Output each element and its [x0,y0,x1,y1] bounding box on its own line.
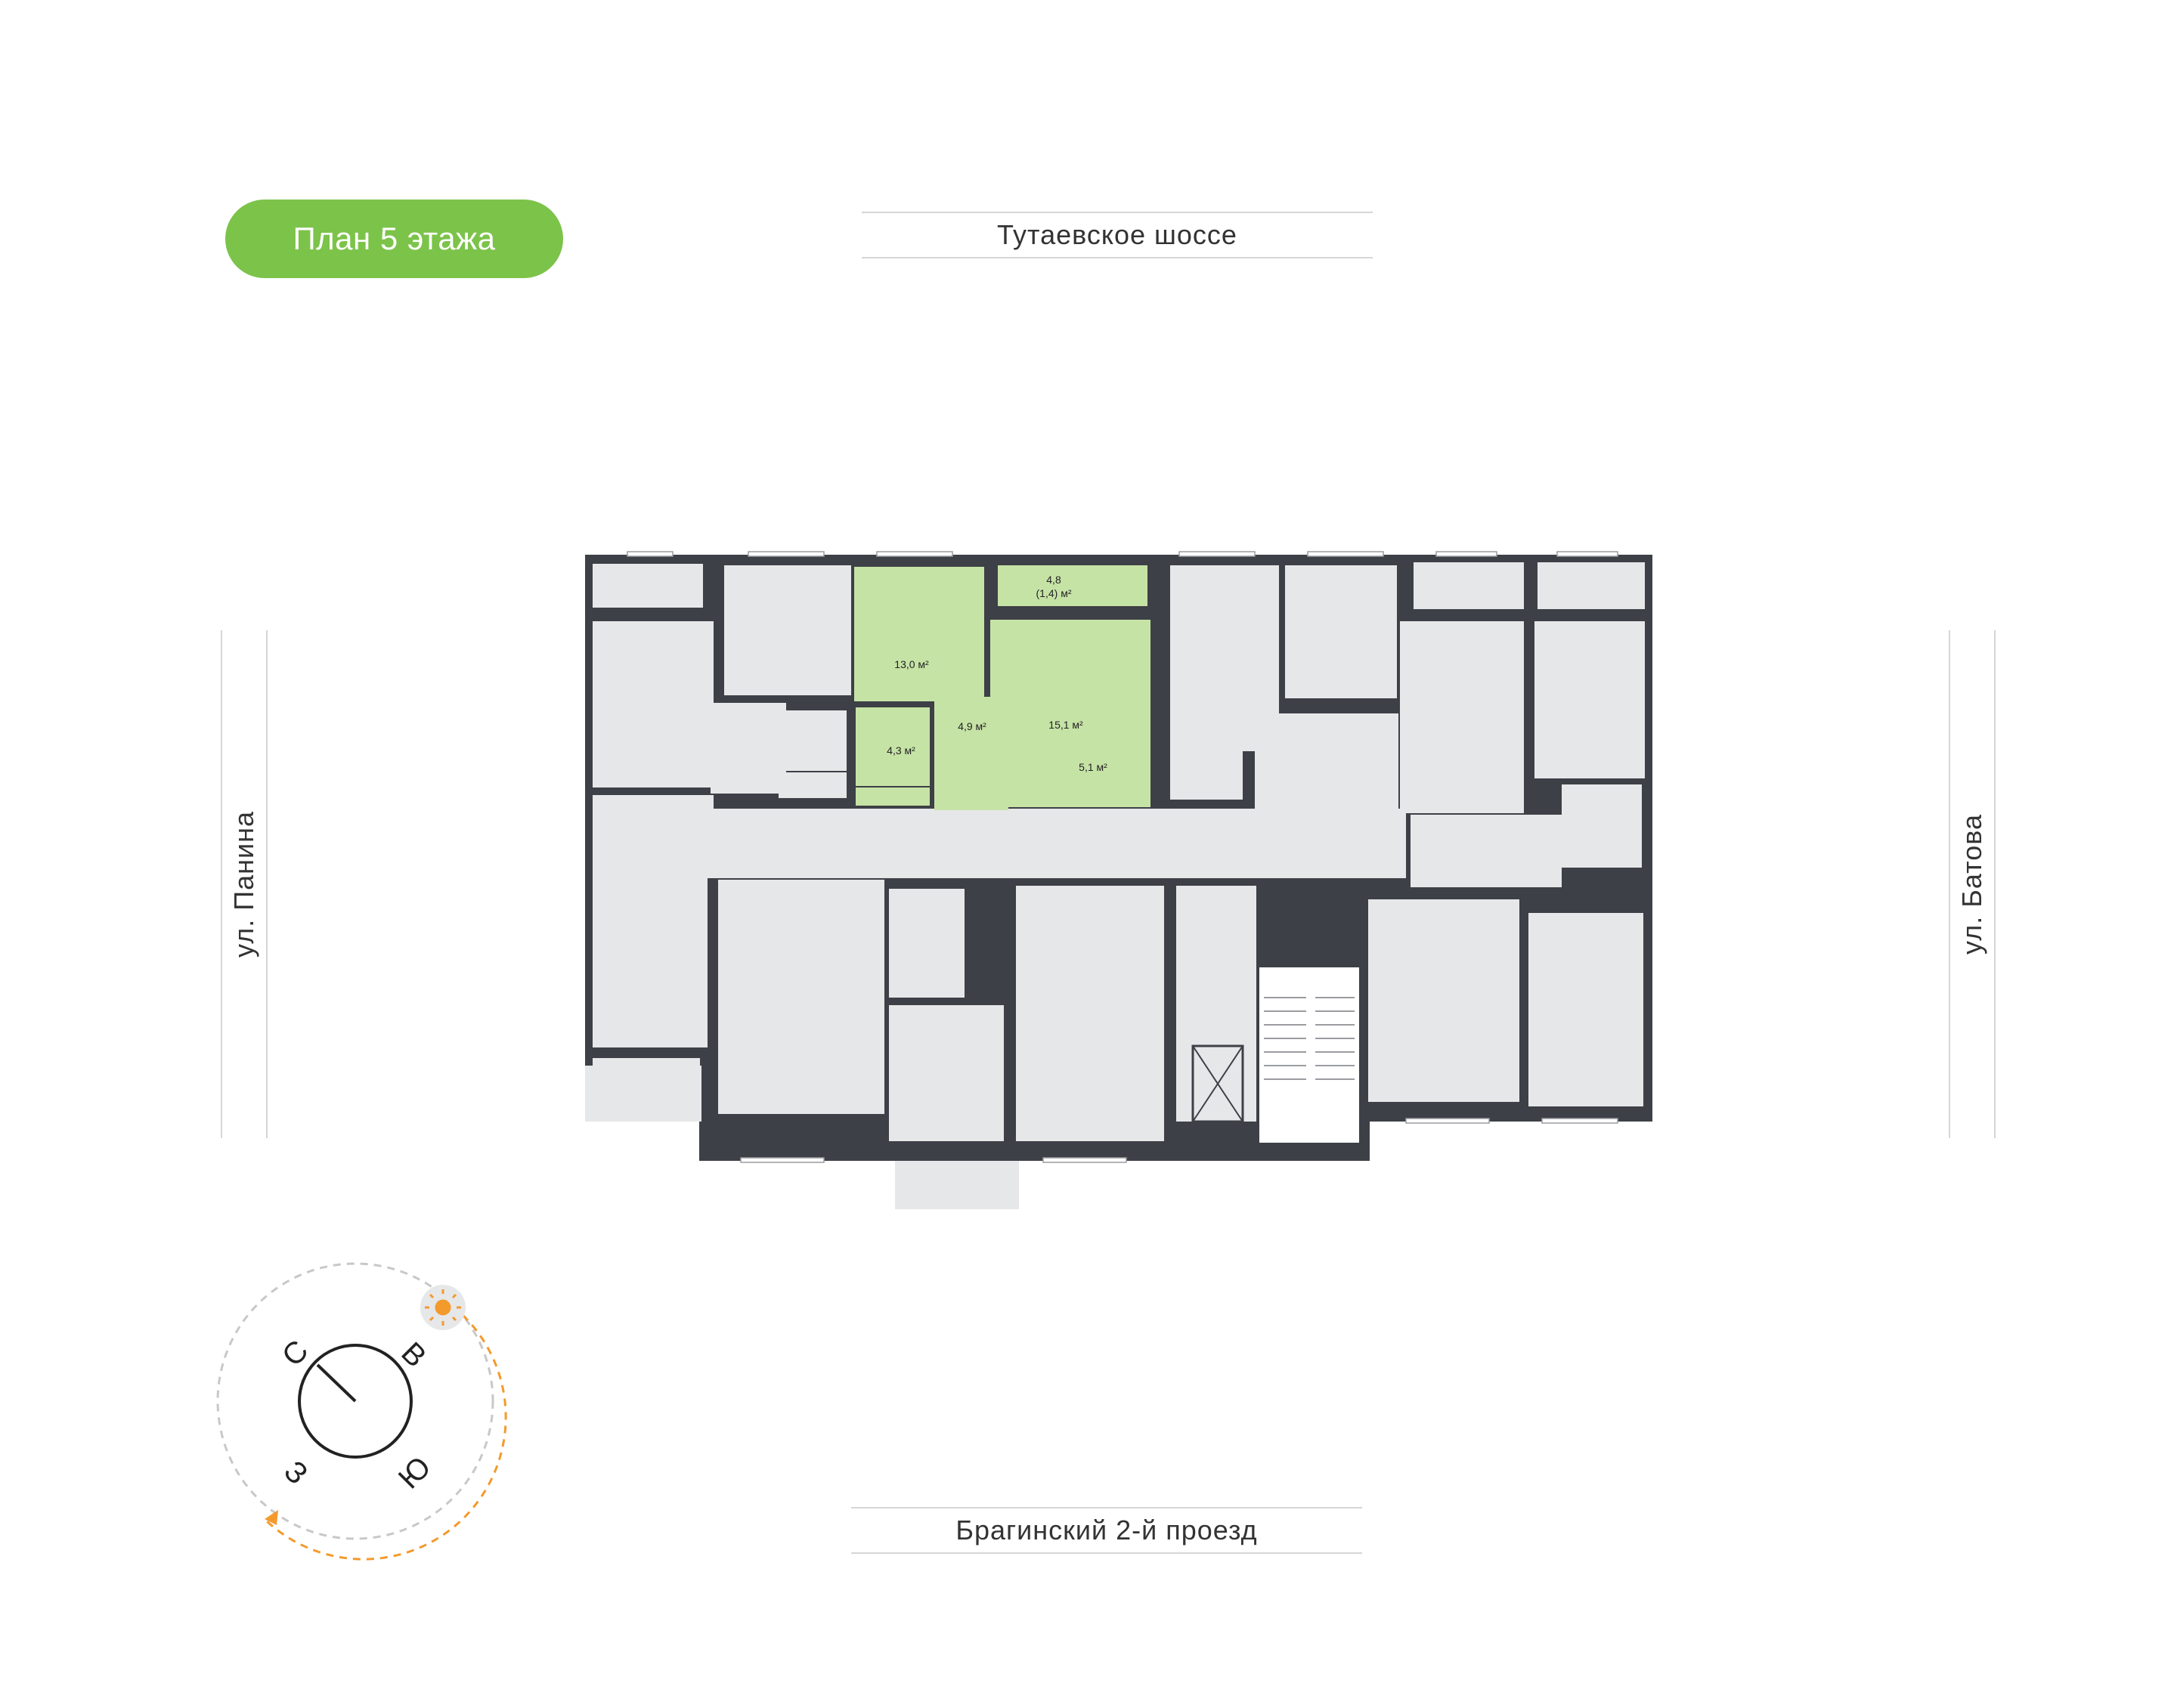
room [889,889,965,998]
area-hall: 4,9 м² [958,720,986,732]
street-east: ул. Батова [1949,630,1996,1138]
room-labels: 13,0 м² 4,8 (1,4) м² 4,9 м² 4,3 м² 15,1 … [887,574,1107,773]
bathroom [779,710,847,771]
living-room-15 [990,620,1150,807]
hall [1255,713,1398,812]
balcony [593,1058,700,1114]
area-living-room: 15,1 м² [1048,719,1083,731]
windows [627,551,1618,1163]
room [889,1005,1004,1141]
street-south: Брагинский 2-й проезд [851,1507,1362,1554]
corridor [711,809,1406,878]
room [593,795,714,878]
bathroom [779,772,847,798]
area-room: 13,0 м² [894,658,929,670]
stairs [1259,967,1359,1143]
floor-label: План 5 этажа [225,200,563,278]
room [1534,621,1645,778]
compass-west: З [277,1455,314,1491]
street-north: Тутаевское шоссе [862,212,1373,258]
sun-path [263,1313,507,1561]
compass-north: С [276,1334,315,1373]
street-south-label: Брагинский 2-й проезд [955,1515,1258,1546]
room-13 [854,567,984,701]
stair-treads [1264,997,1355,1080]
bathroom [1170,721,1243,800]
kitchen [1368,574,1395,689]
compass-south: Ю [392,1450,438,1496]
compass: С В Ю З [216,1262,507,1561]
balcony [593,564,703,608]
area-balcony-reduced: (1,4) м² [1036,587,1072,599]
bathroom-4-3 [856,707,930,786]
area-balcony: 4,8 [1046,574,1061,586]
balcony [1414,562,1524,609]
room [1368,899,1519,1102]
room [724,565,851,695]
street-north-label: Тутаевское шоссе [997,219,1237,250]
balcony [895,1161,1019,1209]
street-west: ул. Панина [221,630,268,1138]
rooms [593,562,1645,1209]
hall [711,703,786,794]
highlighted-apartment[interactable] [854,565,1150,810]
balcony [1538,562,1645,609]
compass-orbit [216,1262,494,1540]
sun-icon [425,1289,461,1326]
room [1016,886,1164,1141]
bathroom-lower [856,787,930,806]
bathroom [1562,784,1642,868]
compass-needle [316,1363,357,1403]
hall-4-9 [934,697,1008,810]
hall [1411,815,1562,887]
room [718,880,884,1114]
area-bathroom: 4,3 м² [887,744,915,757]
area-kitchen: 5,1 м² [1079,761,1107,773]
room [593,621,714,787]
balcony-4-8 [998,565,1147,606]
sun-path-arrow [265,1510,278,1525]
room [1528,913,1643,1106]
room [1400,621,1524,813]
room [593,874,708,1047]
